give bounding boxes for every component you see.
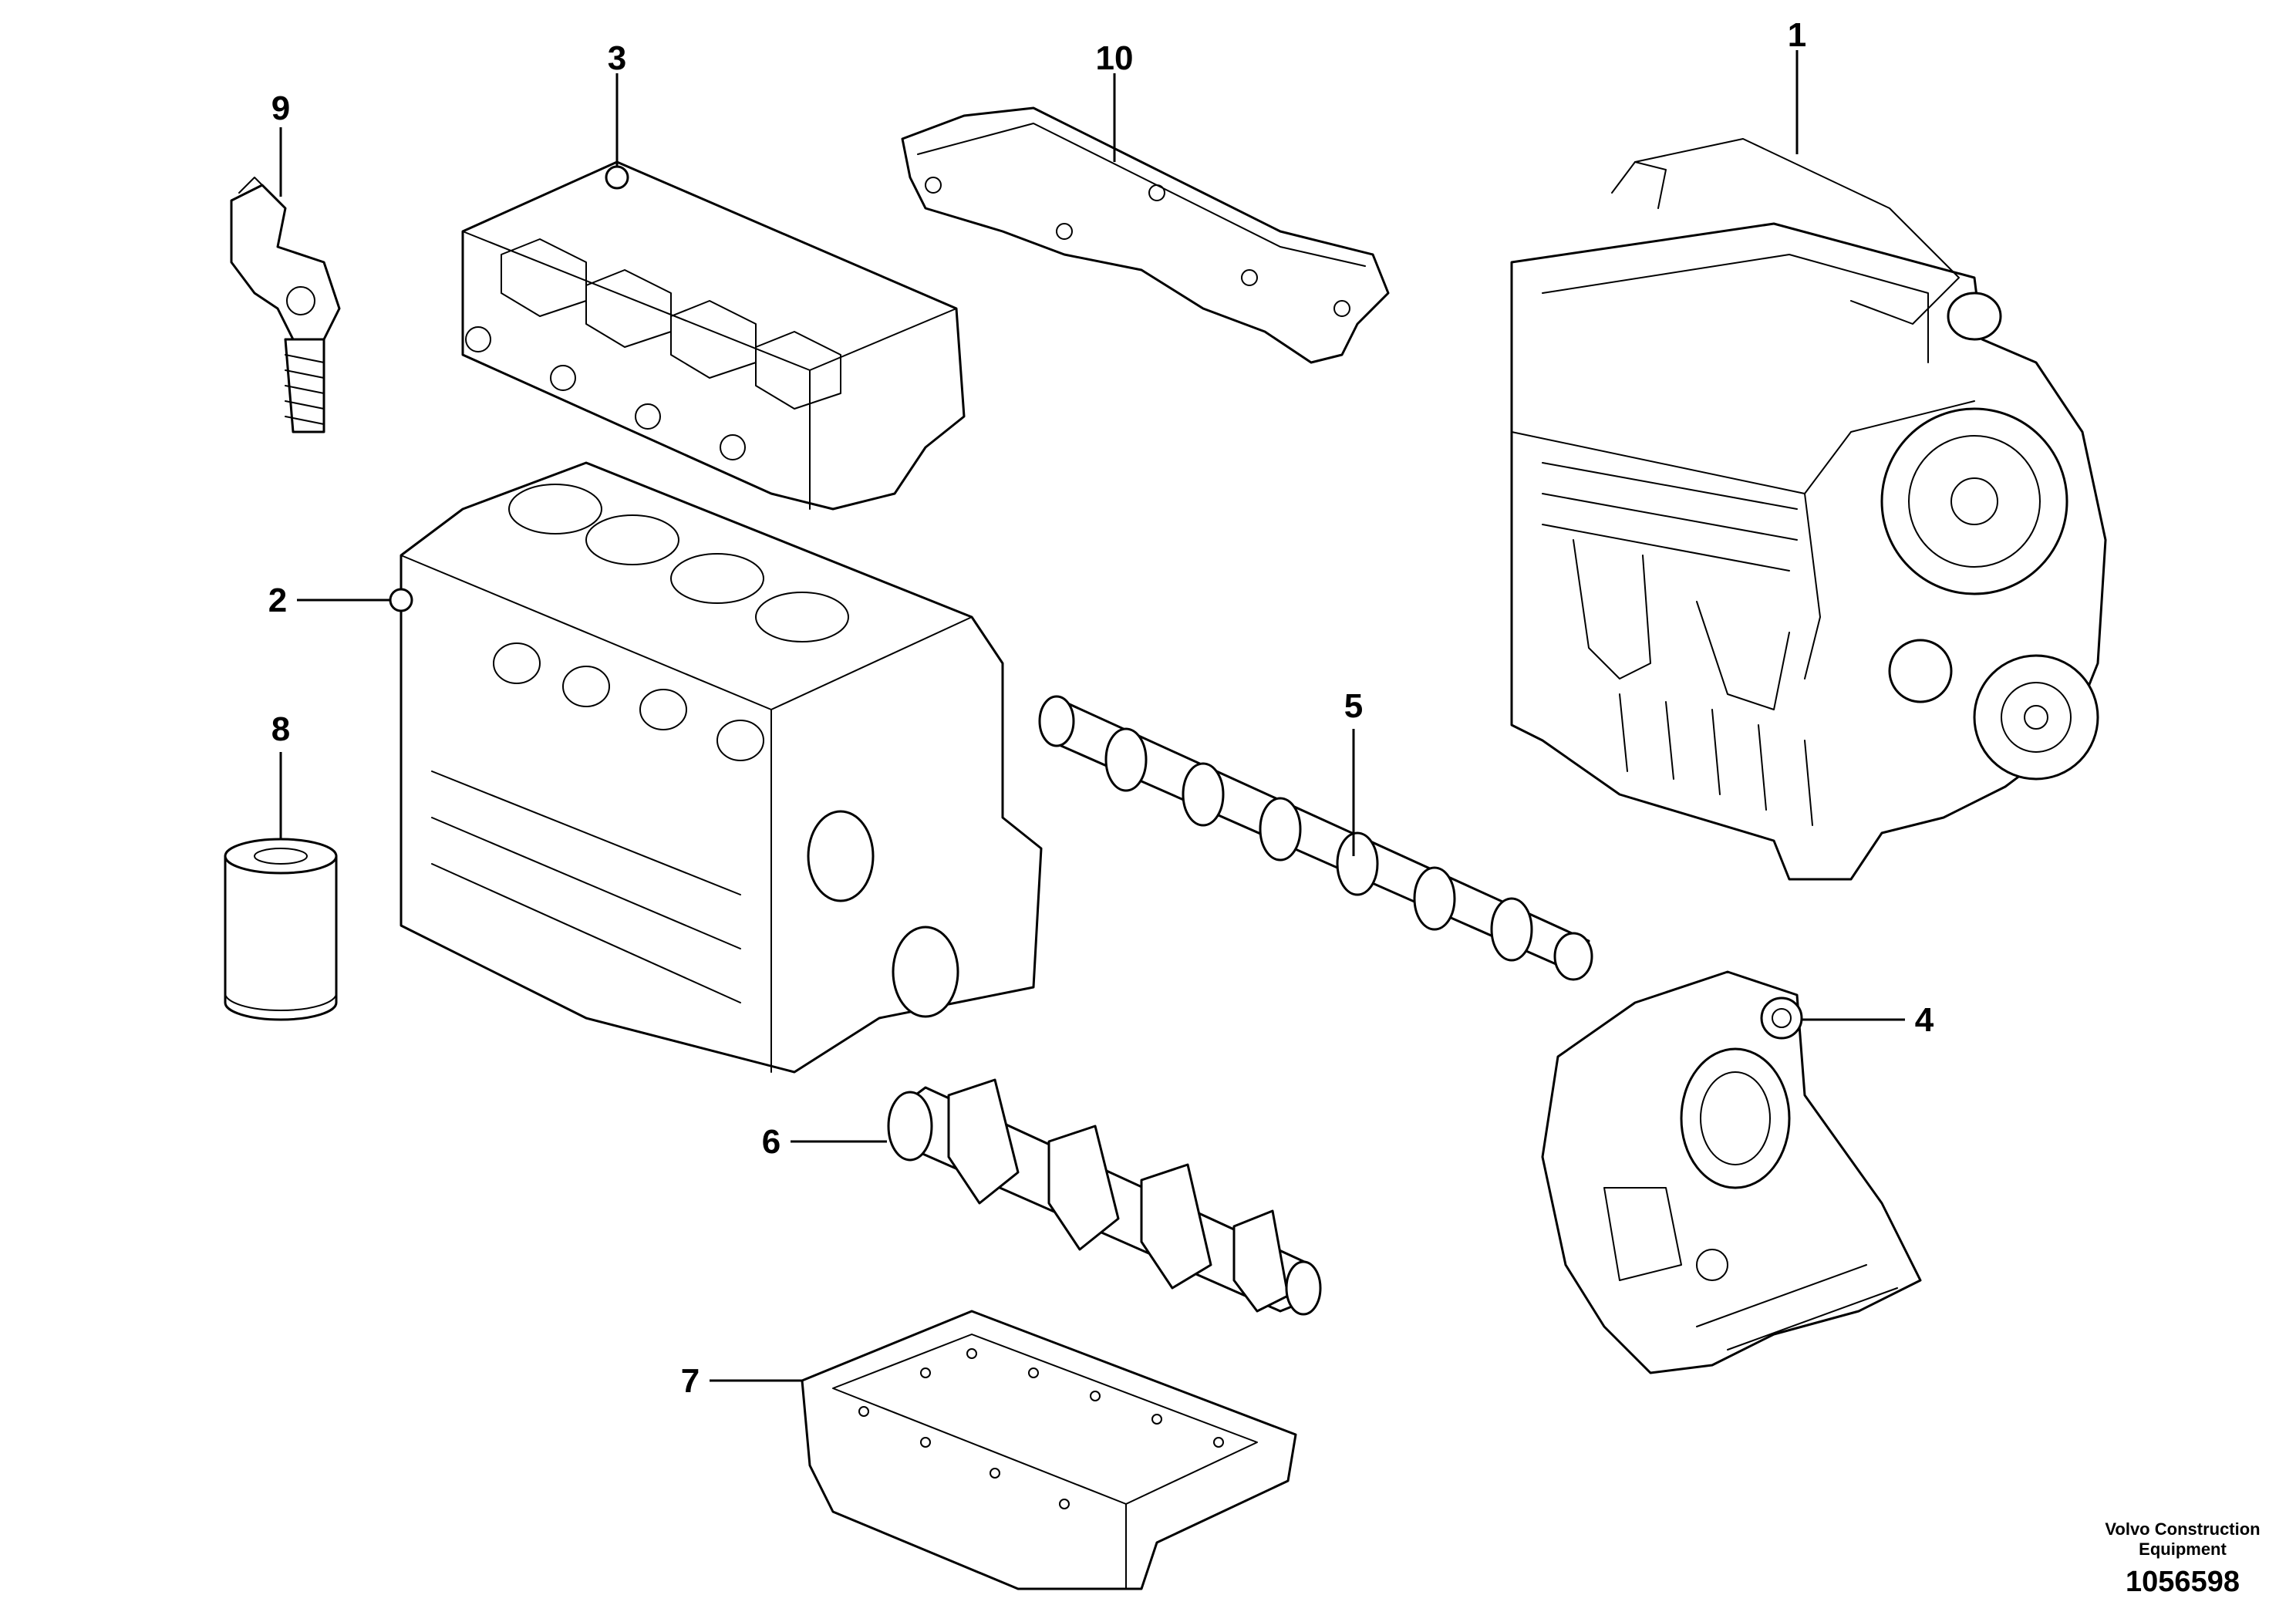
- oil-filter-drawing: [224, 838, 338, 1021]
- callout-6: 6: [762, 1123, 781, 1161]
- callout-5: 5: [1344, 687, 1363, 725]
- callout-10: 10: [1096, 39, 1134, 77]
- cylinder-block-drawing: [389, 461, 1043, 1074]
- cover-gasket-drawing: [901, 106, 1390, 364]
- complete-engine-drawing: [1510, 138, 2107, 881]
- brand-label: Volvo Construction Equipment: [2082, 1519, 2283, 1560]
- brand-line-2: Equipment: [2139, 1539, 2227, 1559]
- camshaft-drawing: [1038, 695, 1593, 981]
- oil-pan-drawing: [801, 1310, 1297, 1590]
- callout-8: 8: [271, 710, 290, 748]
- callout-3: 3: [608, 39, 626, 77]
- timing-cover-drawing: [1541, 970, 1922, 1374]
- callout-7: 7: [681, 1362, 700, 1400]
- crankshaft-drawing: [887, 1078, 1322, 1316]
- cylinder-head-drawing: [461, 160, 966, 511]
- brand-line-1: Volvo Construction: [2105, 1519, 2261, 1539]
- document-number: 1056598: [2126, 1566, 2240, 1598]
- callout-2: 2: [268, 582, 287, 619]
- callout-1: 1: [1788, 16, 1806, 54]
- callout-4: 4: [1915, 1001, 1934, 1039]
- injection-pump-drawing: [230, 177, 341, 433]
- callout-9: 9: [271, 89, 290, 127]
